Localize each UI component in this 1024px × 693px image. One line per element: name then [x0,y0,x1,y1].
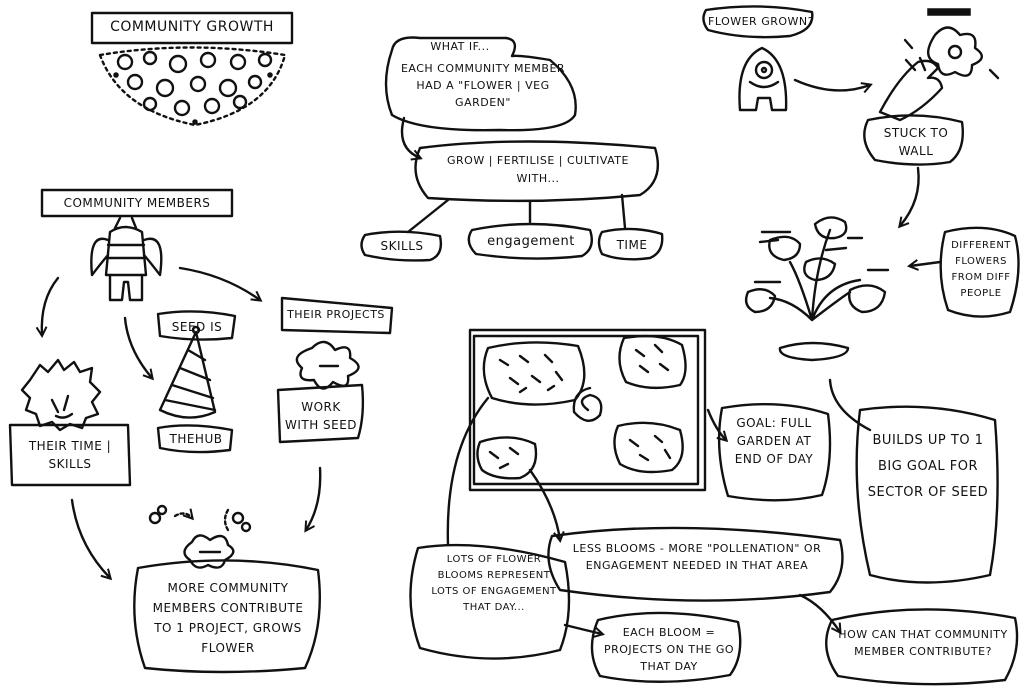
goal-bubble [717,402,832,502]
grow-fertilise-label: GROW | FERTILISE | CULTIVATE WITH... [447,154,629,185]
engagement-label: engagement [487,234,575,249]
flower-icon [295,340,360,390]
community-members-label: COMMUNITY MEMBERS [63,196,211,210]
arrow-lots-to-each [563,623,602,634]
different-flowers-label: DIFFERENT FLOWERS FROM DIFF PEOPLE [951,240,1011,299]
less-blooms-label: LESS BLOOMS - MORE "POLLENATION" OR ENGA… [572,542,822,572]
stuck-to-wall-bubble [863,114,964,166]
the-hub-label: THEHUB [169,432,223,446]
arrow-board-to-lots [446,396,490,547]
hand-sticking-flower-icon [878,26,1000,122]
link-skills [406,198,450,234]
flower-grown-label: FLOWER GROWN? [708,15,814,28]
less-blooms-bubble [547,526,844,602]
their-time-skills-box [8,423,132,487]
arrow-members-to-projects [178,266,260,300]
lots-of-blooms-label: LOTS OF FLOWER BLOOMS REPRESENT LOTS OF … [431,554,557,613]
arrow-tree-to-builds [828,378,872,432]
their-time-skills-label: THEIR TIME | SKILLS [28,439,112,471]
builds-up-label: BUILDS UP TO 1 BIG GOAL FOR SECTOR OF SE… [867,433,989,500]
work-with-seed-box [276,383,365,444]
seed-is-label: SEED IS [171,320,223,334]
each-member-garden-label: EACH COMMUNITY MEMBER HAD A "FLOWER | VE… [400,62,566,109]
their-projects-label: THEIR PROJECTS [287,308,385,321]
arrow-wall-to-tree [900,166,920,226]
arrow-time-to-flower [70,498,110,578]
each-bloom-bubble [590,611,742,683]
flower-cluster-illustration [98,46,287,127]
their-projects-box [280,296,394,335]
builds-up-bubble [855,405,999,584]
time-bubble [597,227,664,261]
each-bloom-label: EACH BLOOM = PROJECTS ON THE GO THAT DAY [604,626,735,673]
arrow-whatif-to-grow [400,116,420,158]
community-growth-box [90,11,294,45]
arrow-members-to-time [42,276,60,335]
community-members-box [40,188,234,218]
work-with-seed-label: WORK WITH SEED [284,400,358,432]
top-bar [927,8,971,16]
garden-board-illustration [468,328,707,492]
goal-full-garden-label: GOAL: FULL GARDEN AT END OF DAY [734,416,814,466]
arrow-different-to-tree [910,262,942,266]
more-contribute-box [133,559,322,674]
engagement-bubble [467,222,593,260]
bees-flower-icon [148,504,252,569]
skills-bubble [360,230,443,262]
lots-of-blooms-bubble [409,543,571,660]
skills-label: SKILLS [380,239,424,253]
arrow-less-to-how [798,593,840,632]
flower-tree-icon [744,216,890,362]
more-contribute-label: MORE COMMUNITY MEMBERS CONTRIBUTE TO 1 P… [152,581,304,655]
time-label: TIME [616,238,648,252]
arrow-board-to-goal [706,408,726,440]
arrow-projects-to-flower [306,466,322,530]
grow-fertilise-bubble [414,140,660,203]
the-hub-box [156,424,234,454]
what-if-bubble [384,36,577,132]
cone-hub-icon [158,325,217,419]
different-flowers-bubble [939,226,1020,318]
bee-person-icon [90,216,163,302]
flower-grown-bubble [702,5,814,39]
arrow-person-to-hand [793,78,870,90]
how-can-contribute-label: HOW CAN THAT COMMUNITY MEMBER CONTRIBUTE… [838,628,1008,658]
link-time [620,193,627,230]
seed-is-box [156,310,237,341]
how-can-bubble [825,608,1019,686]
community-growth-label: COMMUNITY GROWTH [110,19,274,35]
what-if-label: WHAT IF... [430,40,490,53]
arrow-board-to-less [528,468,560,540]
person-holding-flower-icon [738,46,788,112]
arrow-members-to-hub [123,316,152,378]
bush-icon [20,358,102,432]
stuck-to-wall-label: STUCK TO WALL [883,126,949,158]
